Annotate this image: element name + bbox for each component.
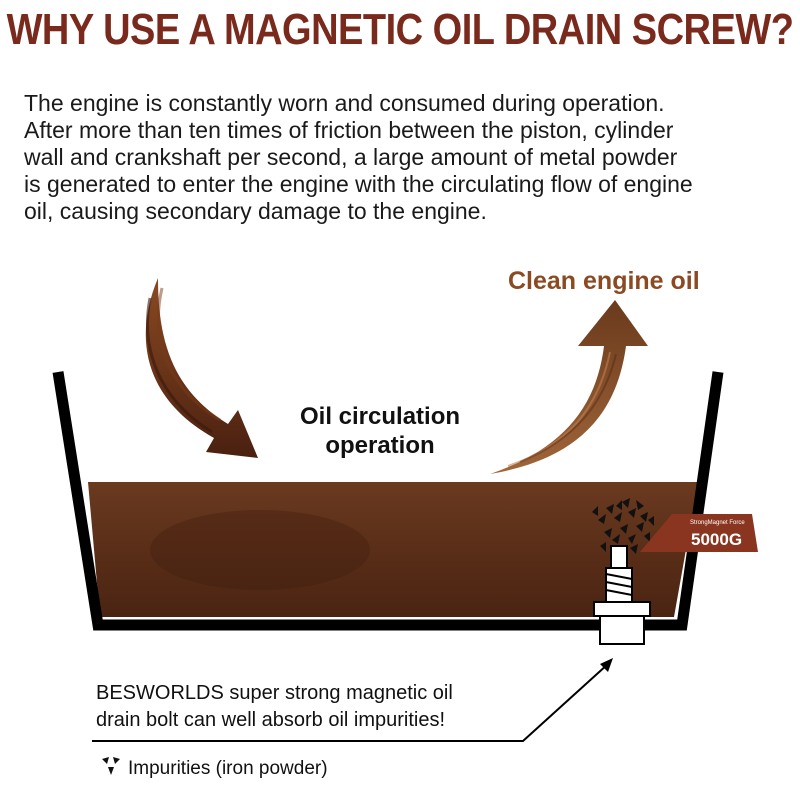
magnet-force-caption: StrongMagnet Force [690, 520, 745, 526]
oil-circulation-label-line: Oil circulation [299, 403, 461, 430]
oil-circulation-label: Oil circulation operation [280, 402, 480, 460]
intro-line: oil, causing secondary damage to the eng… [24, 198, 487, 224]
iron-powder-icon [102, 757, 120, 775]
intro-paragraph: The engine is constantly worn and consum… [24, 90, 784, 225]
bolt-description: BESWORLDS super strong magnetic oil drai… [96, 680, 453, 734]
iron-powder-particles [592, 498, 654, 554]
magnetic-drain-bolt [593, 545, 651, 645]
bolt-description-line: BESWORLDS super strong magnetic oil [96, 682, 453, 704]
engine-oil [88, 482, 698, 617]
intro-line: The engine is constantly worn and consum… [24, 90, 665, 116]
page-title: WHY USE A MAGNETIC OIL DRAIN SCREW? [6, 6, 794, 55]
intro-line: After more than ten times of friction be… [24, 117, 674, 143]
oil-pan-outline [52, 371, 724, 631]
oil-circulation-label-line: operation [325, 432, 435, 459]
pointer-arrow [92, 658, 613, 742]
legend-label: Impurities (iron powder) [128, 758, 328, 779]
intro-line: is generated to enter the engine with th… [24, 171, 693, 197]
clean-oil-label: Clean engine oil [508, 267, 700, 295]
magnet-force-value: 5000G [691, 530, 743, 549]
bolt-description-line: drain bolt can well absorb oil impuritie… [96, 709, 446, 731]
clean-oil-arrow [490, 300, 648, 474]
magnet-force-badge [640, 514, 758, 552]
oil-shading [150, 510, 370, 590]
impurities-legend: Impurities (iron powder) [100, 755, 328, 780]
intro-line: wall and crankshaft per second, a large … [24, 144, 678, 170]
inflow-arrow [145, 278, 258, 458]
